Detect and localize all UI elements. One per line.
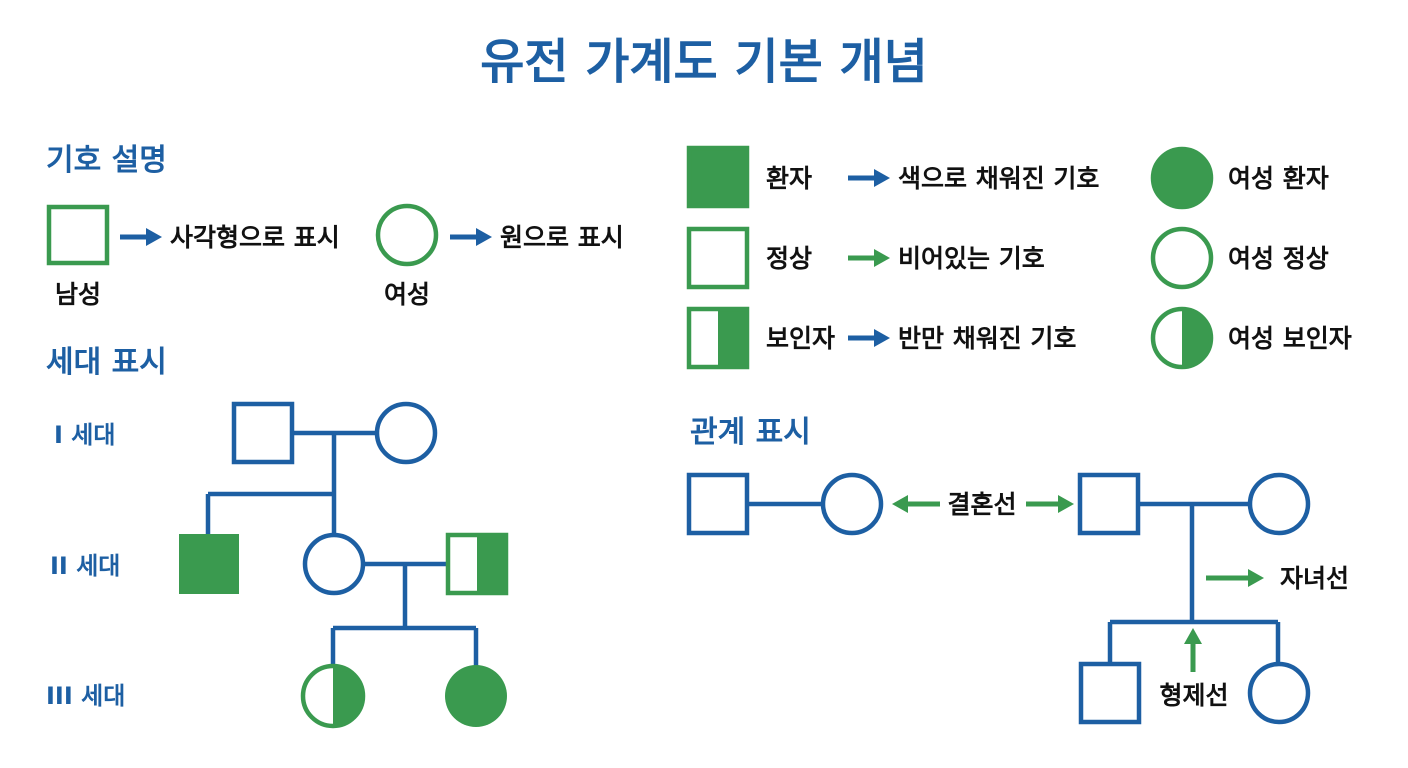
carrier-description: 반만 채워진 기호 (898, 324, 1076, 353)
affected-female-label: 여성 환자 (1228, 164, 1329, 193)
sibling-arrow-icon (1184, 628, 1202, 672)
affected-female-symbol (1150, 146, 1214, 210)
relation-sibling-male (1078, 661, 1142, 725)
normal-female-symbol (1150, 226, 1214, 290)
female-label: 여성 (384, 280, 430, 309)
children-line-label: 자녀선 (1280, 564, 1349, 593)
generation-2-label: II 세대 (50, 552, 120, 580)
carrier-male-symbol (686, 306, 750, 370)
relation-male-2 (1077, 472, 1141, 536)
relation-sibling-female (1247, 661, 1311, 725)
female-description: 원으로 표시 (500, 223, 624, 252)
gen1-male (231, 401, 295, 465)
male-description: 사각형으로 표시 (170, 223, 340, 252)
sibling-line-label: 형제선 (1159, 681, 1228, 710)
female-arrow-icon (450, 228, 492, 246)
marriage-left-arrow-icon (892, 495, 940, 513)
generations-heading: 세대 표시 (46, 345, 167, 380)
carrier-arrow-icon (848, 329, 890, 347)
normal-arrow-icon (848, 249, 890, 267)
affected-label: 환자 (766, 164, 812, 193)
generation-3-label: III 세대 (46, 682, 125, 710)
marriage-line-label: 결혼선 (947, 490, 1016, 519)
female-symbol (375, 203, 439, 267)
gen2-affected-male (179, 534, 239, 594)
page-title: 유전 가계도 기본 개념 (480, 34, 928, 90)
affected-arrow-icon (848, 169, 890, 187)
family-lines (1107, 501, 1281, 664)
gen1-female (374, 401, 438, 465)
normal-female-label: 여성 정상 (1228, 244, 1329, 273)
carrier-female-symbol (1150, 306, 1214, 370)
relation-female-1 (820, 472, 884, 536)
relations-heading: 관계 표시 (690, 415, 811, 450)
relation-male-1 (686, 472, 750, 536)
marriage-right-arrow-icon (1026, 495, 1074, 513)
children-arrow-icon (1206, 569, 1264, 587)
normal-label: 정상 (766, 244, 812, 273)
carrier-label: 보인자 (766, 324, 835, 353)
affected-male-symbol (686, 145, 750, 209)
normal-male-symbol (686, 226, 750, 290)
male-arrow-icon (120, 228, 162, 246)
pedigree-lines (205, 430, 479, 666)
gen3-carrier-female (300, 663, 366, 729)
carrier-female-label: 여성 보인자 (1228, 324, 1352, 353)
gen3-affected-female (445, 665, 507, 727)
symbols-heading: 기호 설명 (46, 143, 167, 178)
male-label: 남성 (55, 280, 101, 309)
affected-description: 색으로 채워진 기호 (898, 164, 1099, 193)
male-symbol (46, 204, 110, 266)
gen2-carrier-male (445, 532, 509, 596)
relation-female-2 (1247, 472, 1311, 536)
normal-description: 비어있는 기호 (898, 244, 1045, 273)
generation-1-label: I 세대 (54, 421, 115, 449)
gen2-female (302, 532, 366, 596)
